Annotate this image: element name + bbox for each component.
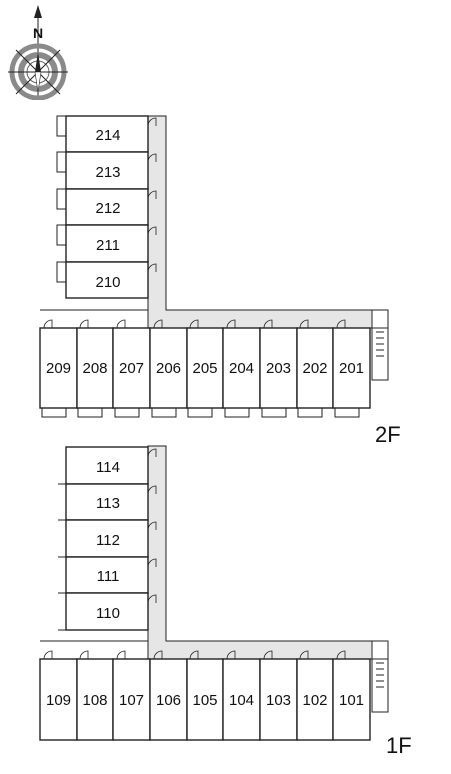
unit-113: 113 [58, 483, 157, 521]
wing-2f: 214 213 212 211 210 [56, 115, 157, 299]
unit-label: 212 [95, 200, 120, 217]
floor-plan-2f: 214 213 212 211 210 [39, 115, 389, 418]
unit-label: 207 [119, 360, 144, 377]
unit-206: 206 [149, 319, 188, 418]
unit-label: 103 [266, 692, 291, 709]
unit-label: 210 [95, 274, 120, 291]
unit-label: 111 [97, 568, 120, 585]
unit-label: 204 [229, 360, 254, 377]
unit-211: 211 [56, 224, 157, 263]
compass: N [8, 5, 68, 100]
unit-203: 203 [259, 319, 298, 418]
unit-212: 212 [56, 188, 157, 226]
unit-207: 207 [112, 319, 151, 418]
unit-label: 106 [156, 692, 181, 709]
unit-106: 106 [149, 650, 188, 741]
unit-210: 210 [56, 261, 157, 299]
unit-214: 214 [56, 115, 157, 153]
unit-205: 205 [186, 319, 224, 418]
unit-101: 101 [332, 650, 371, 741]
unit-label: 205 [192, 360, 217, 377]
stairs-1f-icon [371, 658, 389, 713]
unit-label: 104 [229, 692, 254, 709]
unit-103: 103 [259, 650, 298, 741]
unit-208: 208 [76, 319, 114, 418]
unit-213: 213 [56, 151, 157, 190]
unit-107: 107 [112, 650, 151, 741]
unit-label: 208 [82, 360, 107, 377]
unit-label: 102 [302, 692, 327, 709]
unit-label: 110 [96, 605, 120, 622]
unit-label: 211 [96, 237, 120, 254]
floor-label-1f: 1F [386, 733, 412, 758]
unit-104: 104 [222, 650, 261, 741]
unit-label: 101 [339, 692, 364, 709]
unit-label: 114 [96, 459, 120, 476]
unit-label: 203 [266, 360, 291, 377]
unit-label: 213 [95, 164, 120, 181]
unit-112: 112 [58, 519, 157, 558]
unit-label: 108 [82, 692, 107, 709]
unit-label: 109 [46, 692, 71, 709]
unit-201: 201 [332, 319, 371, 418]
unit-label: 113 [96, 495, 120, 512]
unit-114: 114 [65, 446, 157, 485]
compass-rose-icon [8, 43, 68, 100]
unit-111: 111 [58, 556, 157, 594]
compass-north-label: N [33, 25, 43, 41]
wing-1f: 114 113 112 111 110 [58, 446, 157, 631]
unit-202: 202 [296, 319, 334, 418]
corridor-1f [147, 445, 373, 660]
unit-label: 112 [96, 532, 120, 549]
row-1f: 109 108 107 106 105 104 [39, 650, 371, 741]
row-2f: 209 208 207 206 205 [39, 319, 371, 418]
unit-label: 105 [192, 692, 217, 709]
unit-label: 107 [119, 692, 144, 709]
floor-label-2f: 2F [375, 422, 401, 447]
unit-110: 110 [58, 592, 157, 631]
unit-label: 214 [95, 127, 120, 144]
unit-label: 201 [339, 360, 364, 377]
stairs-2f-icon [371, 327, 389, 381]
unit-label: 202 [302, 360, 327, 377]
unit-105: 105 [186, 650, 224, 741]
unit-label: 209 [46, 360, 71, 377]
unit-102: 102 [296, 650, 334, 741]
unit-108: 108 [76, 650, 114, 741]
unit-109: 109 [39, 650, 78, 741]
unit-label: 206 [156, 360, 181, 377]
